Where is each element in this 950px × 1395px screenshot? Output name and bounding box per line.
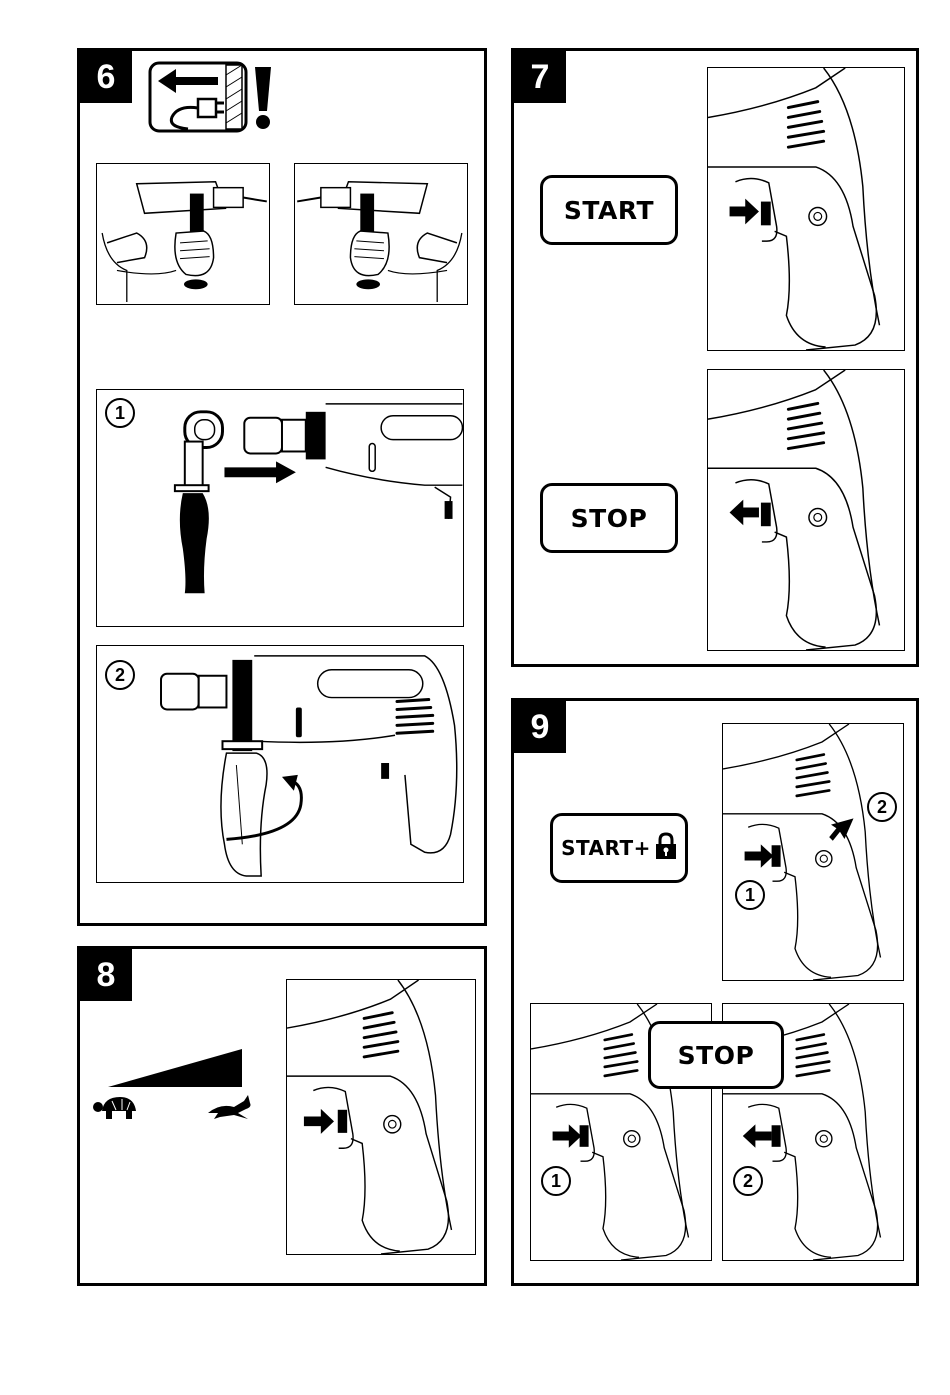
step-2-marker: 2 xyxy=(867,792,897,822)
padlock-icon xyxy=(655,832,677,865)
step-1-marker: 1 xyxy=(735,880,765,910)
panel-9: 9 START+ 1 2 1 2 STOP xyxy=(511,698,919,1286)
illustration-tighten-handle: 2 xyxy=(96,645,464,883)
panel-6: 6 xyxy=(77,48,487,926)
illustration-lock-on: 1 2 xyxy=(722,723,904,981)
illustration-right-hand-grip xyxy=(96,163,270,305)
panel-number: 8 xyxy=(80,949,132,1001)
illustration-variable-speed xyxy=(286,979,476,1255)
illustration-attach-handle: 1 xyxy=(96,389,464,627)
step-1-marker: 1 xyxy=(541,1166,571,1196)
panel-number: 7 xyxy=(514,51,566,103)
stop-label: STOP xyxy=(540,483,678,553)
step-2-marker: 2 xyxy=(105,660,135,690)
start-lock-text: START+ xyxy=(561,836,651,860)
panel-7: 7 START STOP xyxy=(511,48,919,667)
panel-number: 9 xyxy=(514,701,566,753)
illustration-trigger-release xyxy=(707,369,905,651)
illustration-trigger-press xyxy=(707,67,905,351)
speed-ramp-icon xyxy=(108,1049,244,1089)
hare-icon xyxy=(204,1093,256,1121)
panel-number: 6 xyxy=(80,51,132,103)
step-2-marker: 2 xyxy=(733,1166,763,1196)
start-lock-label: START+ xyxy=(550,813,688,883)
tortoise-icon xyxy=(92,1093,144,1121)
unplug-icon xyxy=(148,61,248,133)
stop-label: STOP xyxy=(648,1021,784,1089)
panel-8: 8 xyxy=(77,946,487,1286)
exclamation-icon xyxy=(252,65,274,131)
start-label: START xyxy=(540,175,678,245)
illustration-left-hand-grip xyxy=(294,163,468,305)
step-1-marker: 1 xyxy=(105,398,135,428)
